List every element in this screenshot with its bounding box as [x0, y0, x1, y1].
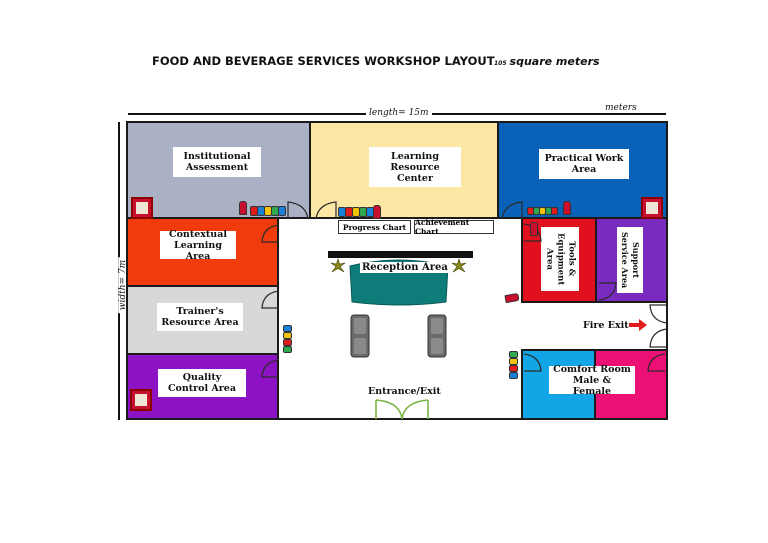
label-support-service-area: Support Service Area [617, 227, 643, 293]
unit-label: meters [602, 103, 640, 113]
room-trainers-resource-area: Trainer's Resource Area [128, 287, 279, 355]
label-contextual-learning-area: Contextual Learning Area [160, 229, 236, 262]
waste-bin-icon [283, 346, 292, 353]
waste-bin-icon [509, 365, 518, 372]
fire-exit-door[interactable] [648, 303, 668, 349]
label-practical-work-area: Practical Work Area [539, 149, 629, 179]
label-quality-control-area: Quality Control Area [158, 369, 246, 397]
chair-icon [350, 314, 370, 358]
door-contextual[interactable] [260, 223, 280, 243]
waste-bin-icon [509, 372, 518, 379]
room-contextual-learning-area: Contextual Learning Area [128, 219, 279, 287]
door-learning-resource[interactable] [314, 200, 338, 220]
door-trainers[interactable] [260, 289, 280, 309]
label-tools-equipment-area: Tools & Equipment Area [541, 227, 579, 291]
bulletin-board-icon [641, 197, 663, 219]
waste-bin-icon [283, 339, 292, 346]
area-number: 105 [494, 60, 507, 67]
plant-icon [451, 258, 467, 273]
room-quality-control-area: Quality Control Area [128, 355, 279, 418]
room-support-service-area: Support Service Area [597, 219, 666, 303]
waste-bin-icon [551, 207, 558, 215]
fire-extinguisher-icon [530, 222, 538, 236]
entrance-door[interactable] [374, 398, 430, 420]
fire-extinguisher-icon [373, 205, 381, 219]
door-practical[interactable] [500, 200, 524, 220]
waste-bin-icon [509, 351, 518, 358]
door-comfort-female[interactable] [646, 352, 666, 372]
waste-bin-icon [509, 358, 518, 365]
door-comfort-male[interactable] [523, 352, 543, 372]
room-institutional-assessment: Institutional Assessment [128, 123, 311, 219]
fire-extinguisher-icon [239, 201, 247, 215]
waste-bin-icon [283, 325, 292, 332]
door-institutional[interactable] [286, 200, 310, 220]
page-title: FOOD AND BEVERAGE SERVICES WORKSHOP LAYO… [152, 54, 495, 68]
bulletin-board-icon [131, 197, 153, 219]
length-label: length= 15m [366, 108, 432, 118]
achievement-chart: Achievement Chart [414, 218, 494, 236]
plant-icon [330, 258, 346, 273]
room-practical-work-area: Practical Work Area [499, 123, 666, 219]
fire-exit-arrow-icon [629, 319, 647, 331]
area-unit: square meters [509, 55, 600, 68]
waste-bin-icon [366, 207, 374, 217]
reception-counter-top [328, 251, 473, 258]
waste-bin-icon [283, 332, 292, 339]
bulletin-board-icon [130, 389, 152, 411]
label-comfort-room: Comfort Room Male & Female [549, 364, 635, 397]
label-trainers-resource-area: Trainer's Resource Area [157, 303, 243, 331]
progress-chart: Progress Chart [338, 220, 411, 234]
fire-extinguisher-icon [563, 201, 571, 215]
door-support[interactable] [598, 282, 618, 302]
door-quality[interactable] [260, 358, 280, 378]
waste-bin-icon [278, 206, 286, 216]
label-learning-resource-center: Learning Resource Center [369, 147, 461, 187]
room-tools-equipment-area: Tools & Equipment Area [521, 219, 597, 303]
label-reception-area: Reception Area [360, 262, 450, 273]
label-entrance-exit: Entrance/Exit [368, 386, 441, 397]
chair-icon [427, 314, 447, 358]
room-learning-resource-center: Learning Resource Center [311, 123, 499, 219]
label-institutional-assessment: Institutional Assessment [173, 147, 261, 177]
label-fire-exit: Fire Exit [583, 320, 629, 331]
